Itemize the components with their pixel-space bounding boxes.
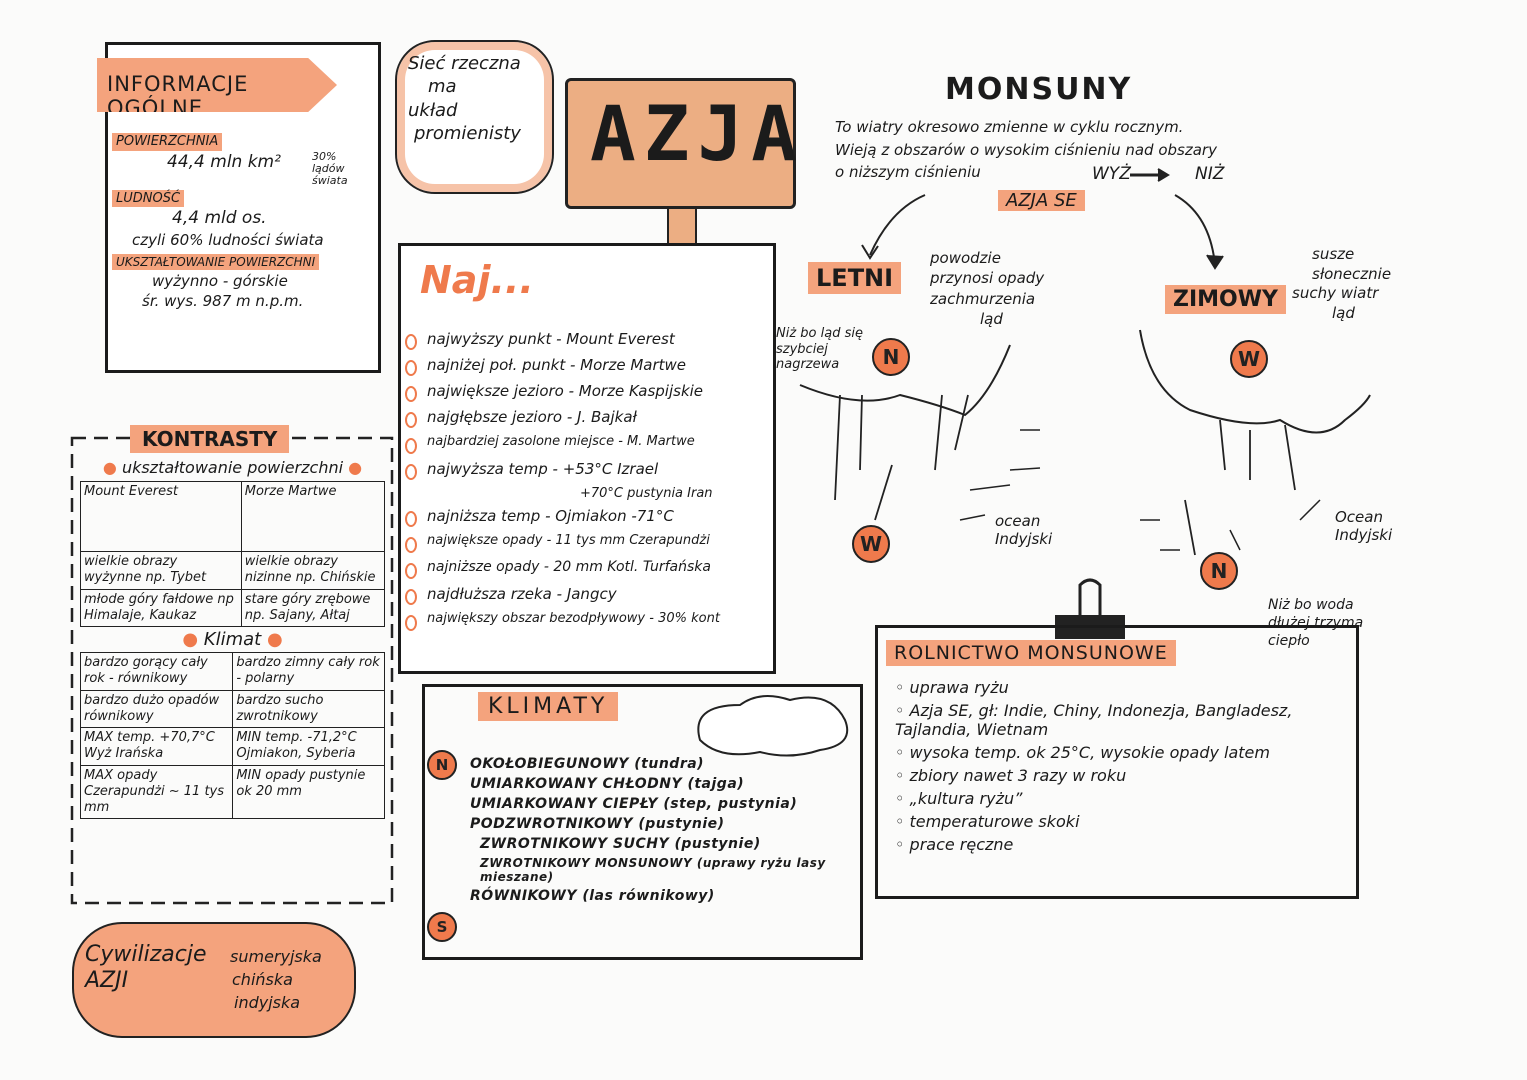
rolnictwo-panel	[875, 625, 1359, 899]
rolnictwo-list: uprawa ryżu Azja SE, gł: Indie, Chiny, I…	[895, 678, 1345, 858]
monsuny-title: MONSUNY	[945, 72, 1133, 107]
klimat-subtitle: ● Klimat ●	[182, 629, 283, 650]
alt-value: śr. wys. 987 m n.p.m.	[142, 292, 304, 311]
niz-label: NIŻ	[1195, 164, 1225, 184]
north-marker: N	[427, 750, 457, 780]
list-item: ZWROTNIKOWY SUCHY (pustynie)	[480, 836, 761, 852]
naj-item: najdłuższa rzeka - Jangcy	[405, 585, 765, 605]
naj-item: najbardziej zasolone miejsce - M. Martwe	[405, 434, 765, 454]
zimowy-label: ZIMOWY	[1165, 285, 1286, 314]
kontrasty-panel: ● ukształtowanie powierzchni ● Mount Eve…	[79, 458, 386, 820]
region-label: AZJA SE	[998, 190, 1085, 211]
pop-share: czyli 60% ludności świata	[132, 231, 324, 250]
azja-title: AZJA	[590, 89, 806, 178]
area-share: 30% lądów świata	[312, 149, 348, 187]
list-item: RÓWNIKOWY (las równikowy)	[470, 888, 715, 904]
list-item: powodzie	[930, 249, 1001, 267]
zimowy-w-marker: W	[1230, 340, 1268, 378]
cyw-bubble	[72, 922, 356, 1038]
ocean-label-1: ocean Indyjski	[995, 512, 1053, 548]
azja-sign: AZJA	[565, 78, 797, 209]
naj-item: najniższa temp - Ojmiakon -71°C	[405, 507, 765, 527]
list-item: sumeryjska	[230, 947, 322, 966]
naj-list: najwyższy punkt - Mount Everest najniżej…	[405, 330, 765, 637]
list-item: indyjska	[234, 993, 301, 1013]
naj-title: Naj...	[420, 258, 534, 302]
list-item: prace ręczne	[895, 835, 1345, 854]
list-item: UMIARKOWANY CHŁODNY (tajga)	[470, 776, 745, 792]
river-text: Sieć rzeczna ma układ promienisty	[408, 53, 521, 145]
cyw-title: Cywilizacje AZJI	[85, 942, 207, 994]
pop-label: LUDNOŚĆ	[112, 189, 185, 208]
relief-value: wyżynno - górskie	[152, 271, 288, 290]
list-item: „kultura ryżu”	[895, 789, 1345, 808]
naj-item: najwyższa temp - +53°C Izrael	[405, 460, 765, 480]
naj-item: najniższe opady - 20 mm Kotl. Turfańska	[405, 559, 765, 579]
letni-label: LETNI	[808, 262, 902, 294]
south-marker: S	[427, 912, 457, 942]
river-bubble	[395, 40, 554, 194]
table-row: bardzo dużo opadów równikowy bardzo such…	[79, 689, 385, 728]
wyz-label: WYŻ	[1092, 164, 1131, 184]
table-row: wielkie obrazy wyżynne np. Tybet wielkie…	[80, 551, 386, 590]
naj-panel	[398, 243, 776, 674]
pop-value: 4,4 mld os.	[172, 208, 267, 229]
klimaty-panel	[422, 684, 863, 960]
list-item: PODZWROTNIKOWY (pustynie)	[470, 816, 725, 832]
table-row: MAX temp. +70,7°C Wyż Irańska MIN temp. …	[79, 727, 385, 766]
list-item: przynosi opady	[930, 269, 1045, 288]
list-item: wysoka temp. ok 25°C, wysokie opady late…	[895, 743, 1345, 762]
kontrasty-title: KONTRASTY	[130, 425, 290, 453]
info-title: INFORMACJE OGÓLNE	[97, 58, 337, 112]
list-item: ląd	[980, 309, 1003, 328]
table-row: Mount Everest Morze Martwe	[80, 481, 386, 552]
list-item: zbiory nawet 3 razy w roku	[895, 766, 1345, 785]
ocean-label-2: Ocean Indyjski	[1335, 508, 1393, 544]
list-item: zachmurzenia	[930, 289, 1036, 308]
list-item: Azja SE, gł: Indie, Chiny, Indonezja, Ba…	[895, 701, 1345, 739]
naj-item: największy obszar bezodpływowy - 30% kon…	[405, 611, 765, 631]
list-item: suchy wiatr	[1292, 284, 1379, 302]
naj-item: najwyższy punkt - Mount Everest	[405, 330, 765, 350]
naj-item: najniżej poł. punkt - Morze Martwe	[405, 356, 765, 376]
area-value: 44,4 mln km²	[167, 151, 281, 172]
monsuny-desc: To wiatry okresowo zmienne w cyklu roczn…	[835, 118, 1217, 181]
table-row: bardzo gorący cały rok - równikowy bardz…	[79, 652, 385, 691]
area-label: POWIERZCHNIA	[112, 133, 223, 151]
list-item: ZWROTNIKOWY MONSUNOWY (uprawy ryżu lasy …	[480, 856, 826, 884]
letni-notes: powodzie przynosi opady zachmurzenia ląd	[930, 248, 1044, 329]
table-row: młode góry fałdowe np Himalaje, Kaukaz s…	[80, 588, 386, 627]
kontrasty-table-relief: Mount Everest Morze Martwe wielkie obraz…	[80, 481, 386, 627]
list-item: OKOŁOBIEGUNOWY (tundra)	[470, 756, 705, 772]
list-item: UMIARKOWANY CIEPŁY (step, pustynia)	[470, 796, 798, 812]
letni-side-note: Niż bo ląd się szybciej nagrzewa	[776, 326, 863, 373]
info-content: POWIERZCHNIA 44,4 mln km² 30% lądów świa…	[112, 130, 372, 311]
rolnictwo-title: ROLNICTWO MONSUNOWE	[886, 640, 1176, 666]
relief-label: UKSZTAŁTOWANIE POWIERZCHNI	[112, 253, 320, 270]
naj-item: największe jezioro - Morze Kaspijskie	[405, 382, 765, 402]
cyw-list: sumeryjska chińska indyjska	[220, 945, 322, 1015]
kontrasty-subtitle: ● ukształtowanie powierzchni ●	[102, 458, 363, 477]
list-item: słonecznie	[1312, 264, 1392, 283]
naj-item: +70°C pustynia Iran	[580, 486, 713, 501]
list-item: chińska	[232, 970, 293, 990]
zimowy-notes: susze słonecznie suchy wiatr ląd	[1292, 245, 1391, 323]
klimaty-list: OKOŁOBIEGUNOWY (tundra) UMIARKOWANY CHŁO…	[470, 756, 850, 908]
naj-item: najgłębsze jezioro - J. Bajkał	[405, 408, 765, 428]
table-row: MAX opady Czerapundżi ~ 11 tys mm MIN op…	[79, 764, 385, 820]
list-item: susze	[1312, 245, 1355, 263]
naj-item: największe opady - 11 tys mm Czerapundżi	[405, 533, 765, 553]
zimowy-n-marker: N	[1200, 552, 1238, 590]
list-item: temperaturowe skoki	[895, 812, 1345, 831]
list-item: uprawa ryżu	[895, 678, 1345, 697]
list-item: ląd	[1332, 303, 1355, 322]
letni-n-marker: N	[872, 338, 910, 376]
kontrasty-table-klimat: bardzo gorący cały rok - równikowy bardz…	[79, 652, 385, 820]
klimaty-title: KLIMATY	[478, 692, 619, 721]
letni-w-marker: W	[852, 525, 890, 563]
